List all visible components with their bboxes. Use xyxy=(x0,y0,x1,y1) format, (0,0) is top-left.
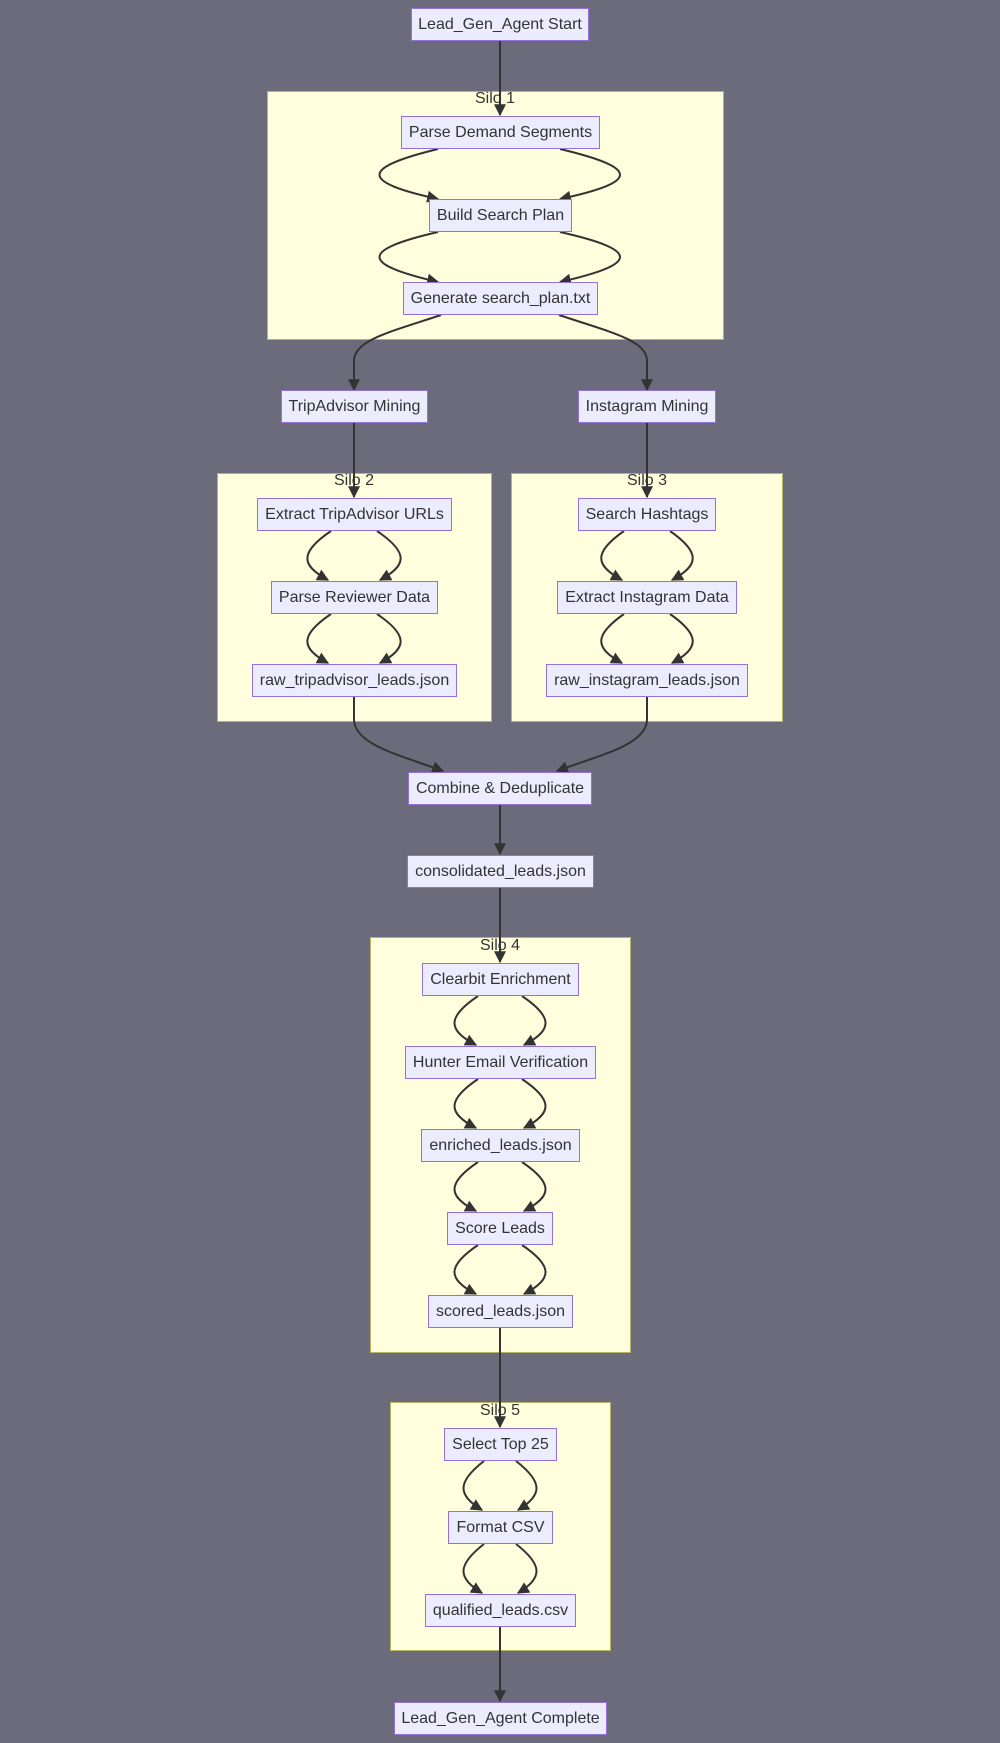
node-clearbit[interactable]: Clearbit Enrichment xyxy=(422,963,579,996)
edge-rawinsta-combine xyxy=(555,697,648,773)
edge-s4-2-left xyxy=(453,1078,479,1129)
silo-1-title: Silo 1 xyxy=(474,90,516,107)
node-score[interactable]: Score Leads xyxy=(447,1212,553,1245)
node-scored[interactable]: scored_leads.json xyxy=(428,1295,573,1328)
edge-s4-3-right xyxy=(521,1161,547,1212)
node-raw-trip[interactable]: raw_tripadvisor_leads.json xyxy=(252,664,457,697)
node-parse-demand[interactable]: Parse Demand Segments xyxy=(401,116,600,149)
edge-s5-1-left xyxy=(462,1460,485,1511)
edge-extract-raw-left xyxy=(600,613,625,664)
edge-extract-parse-right xyxy=(376,530,402,581)
node-format-csv[interactable]: Format CSV xyxy=(448,1511,553,1544)
node-extract-trip[interactable]: Extract TripAdvisor URLs xyxy=(257,498,452,531)
edge-s4-2-right xyxy=(521,1078,547,1129)
edge-rawtrip-combine xyxy=(353,697,445,773)
node-consolidated[interactable]: consolidated_leads.json xyxy=(407,855,594,888)
edge-s5-2-left xyxy=(462,1543,485,1594)
edge-hashtags-extract-right xyxy=(669,530,694,581)
edge-s5-1-right xyxy=(515,1460,538,1511)
edge-parse-build-right xyxy=(558,148,621,203)
edge-s4-1-left xyxy=(453,995,479,1046)
edge-gen-trip xyxy=(348,314,442,392)
edge-parse-raw-right xyxy=(376,613,402,664)
edge-s5-2-right xyxy=(515,1543,538,1594)
node-raw-insta[interactable]: raw_instagram_leads.json xyxy=(546,664,748,697)
node-top25[interactable]: Select Top 25 xyxy=(444,1428,557,1461)
node-gen-plan[interactable]: Generate search_plan.txt xyxy=(403,282,598,315)
node-insta-mining[interactable]: Instagram Mining xyxy=(578,390,716,423)
node-search-hashtags[interactable]: Search Hashtags xyxy=(578,498,716,531)
edge-build-gen-left xyxy=(378,231,440,286)
node-combine[interactable]: Combine & Deduplicate xyxy=(408,772,592,805)
edge-gen-insta xyxy=(558,314,653,392)
node-start[interactable]: Lead_Gen_Agent Start xyxy=(411,8,589,41)
node-build-plan[interactable]: Build Search Plan xyxy=(429,199,572,232)
node-parse-reviewer[interactable]: Parse Reviewer Data xyxy=(271,581,438,614)
edge-parse-raw-left xyxy=(306,613,332,664)
node-hunter[interactable]: Hunter Email Verification xyxy=(405,1046,596,1079)
node-complete[interactable]: Lead_Gen_Agent Complete xyxy=(394,1702,607,1735)
edge-s4-3-left xyxy=(453,1161,479,1212)
node-qualified[interactable]: qualified_leads.csv xyxy=(425,1594,576,1627)
node-enriched[interactable]: enriched_leads.json xyxy=(421,1129,580,1162)
edge-hashtags-extract-left xyxy=(600,530,625,581)
edge-s4-4-left xyxy=(453,1244,479,1295)
node-extract-insta[interactable]: Extract Instagram Data xyxy=(557,581,737,614)
edge-s4-1-right xyxy=(521,995,547,1046)
node-trip-mining[interactable]: TripAdvisor Mining xyxy=(281,390,428,423)
edge-s4-4-right xyxy=(521,1244,547,1295)
edge-parse-build-left xyxy=(378,148,440,203)
edge-extract-parse-left xyxy=(306,530,332,581)
edge-extract-raw-right xyxy=(669,613,694,664)
edge-build-gen-right xyxy=(558,231,621,286)
